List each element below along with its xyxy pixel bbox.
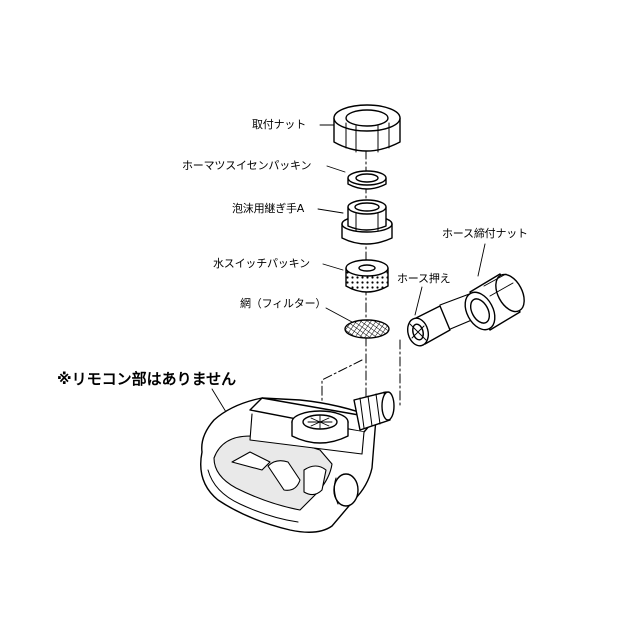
label-hose-presser: ホース押え [397, 272, 451, 285]
foam-joint-part [341, 199, 393, 245]
label-water-switch-packing: 水スイッチパッキン [213, 257, 310, 270]
label-mesh-filter: 網（フィルター） [240, 297, 327, 310]
packing-ring-part [347, 170, 387, 190]
guide-line-left [321, 359, 363, 411]
label-hose-fastening-nut: ホース締付ナット [442, 227, 528, 240]
label-mounting-nut: 取付ナット [252, 118, 306, 131]
label-hose-nut-packing: ホーマツスイセンパッキン [182, 159, 312, 172]
shower-body-part [200, 391, 395, 533]
mesh-filter-part [344, 319, 390, 339]
remote-not-included-note: ※リモコン部はありません [57, 370, 237, 388]
mounting-nut-part [333, 104, 401, 153]
label-foam-joint-a: 泡沫用継ぎ手A [232, 202, 305, 215]
hose-presser-part [406, 289, 487, 347]
hose-fastening-nut-part [464, 273, 525, 331]
leader-lines [211, 124, 486, 431]
water-switch-packing-part [345, 259, 389, 293]
